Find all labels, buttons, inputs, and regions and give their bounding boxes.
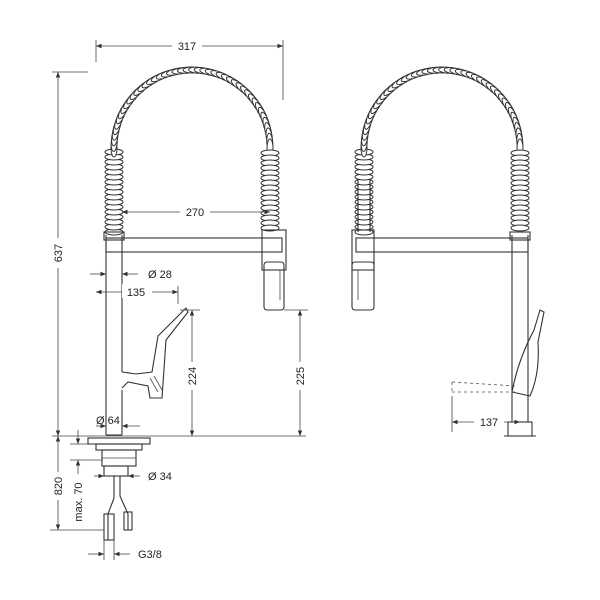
dim-820: 820 (53, 477, 65, 495)
dim-225: 225 (295, 367, 307, 385)
spray-holder (261, 229, 287, 271)
dim-270: 270 (186, 207, 204, 219)
dim-diameter-34: Ø 34 (148, 471, 172, 483)
side-spring-coil (354, 66, 530, 236)
dim-g38: G3/8 (138, 549, 162, 561)
dim-637: 637 (53, 244, 65, 262)
spray-head (263, 261, 285, 311)
dim-224: 224 (187, 367, 199, 385)
dimension-annotations: 317 637 270 Ø 28 135 224 225 (50, 38, 520, 561)
mounting-plate (87, 437, 151, 445)
dim-diameter-28: Ø 28 (148, 269, 172, 281)
spout-bar (105, 237, 283, 253)
lever-handle (121, 307, 189, 399)
dim-max-70: max. 70 (73, 482, 85, 521)
dim-135: 135 (127, 287, 145, 299)
dim-137: 137 (480, 417, 498, 429)
front-spring-coil (104, 66, 280, 236)
side-lever (511, 309, 545, 397)
dim-317: 317 (178, 41, 196, 53)
dim-diameter-64: Ø 64 (96, 415, 120, 427)
side-view (351, 66, 545, 437)
front-view (87, 66, 287, 541)
